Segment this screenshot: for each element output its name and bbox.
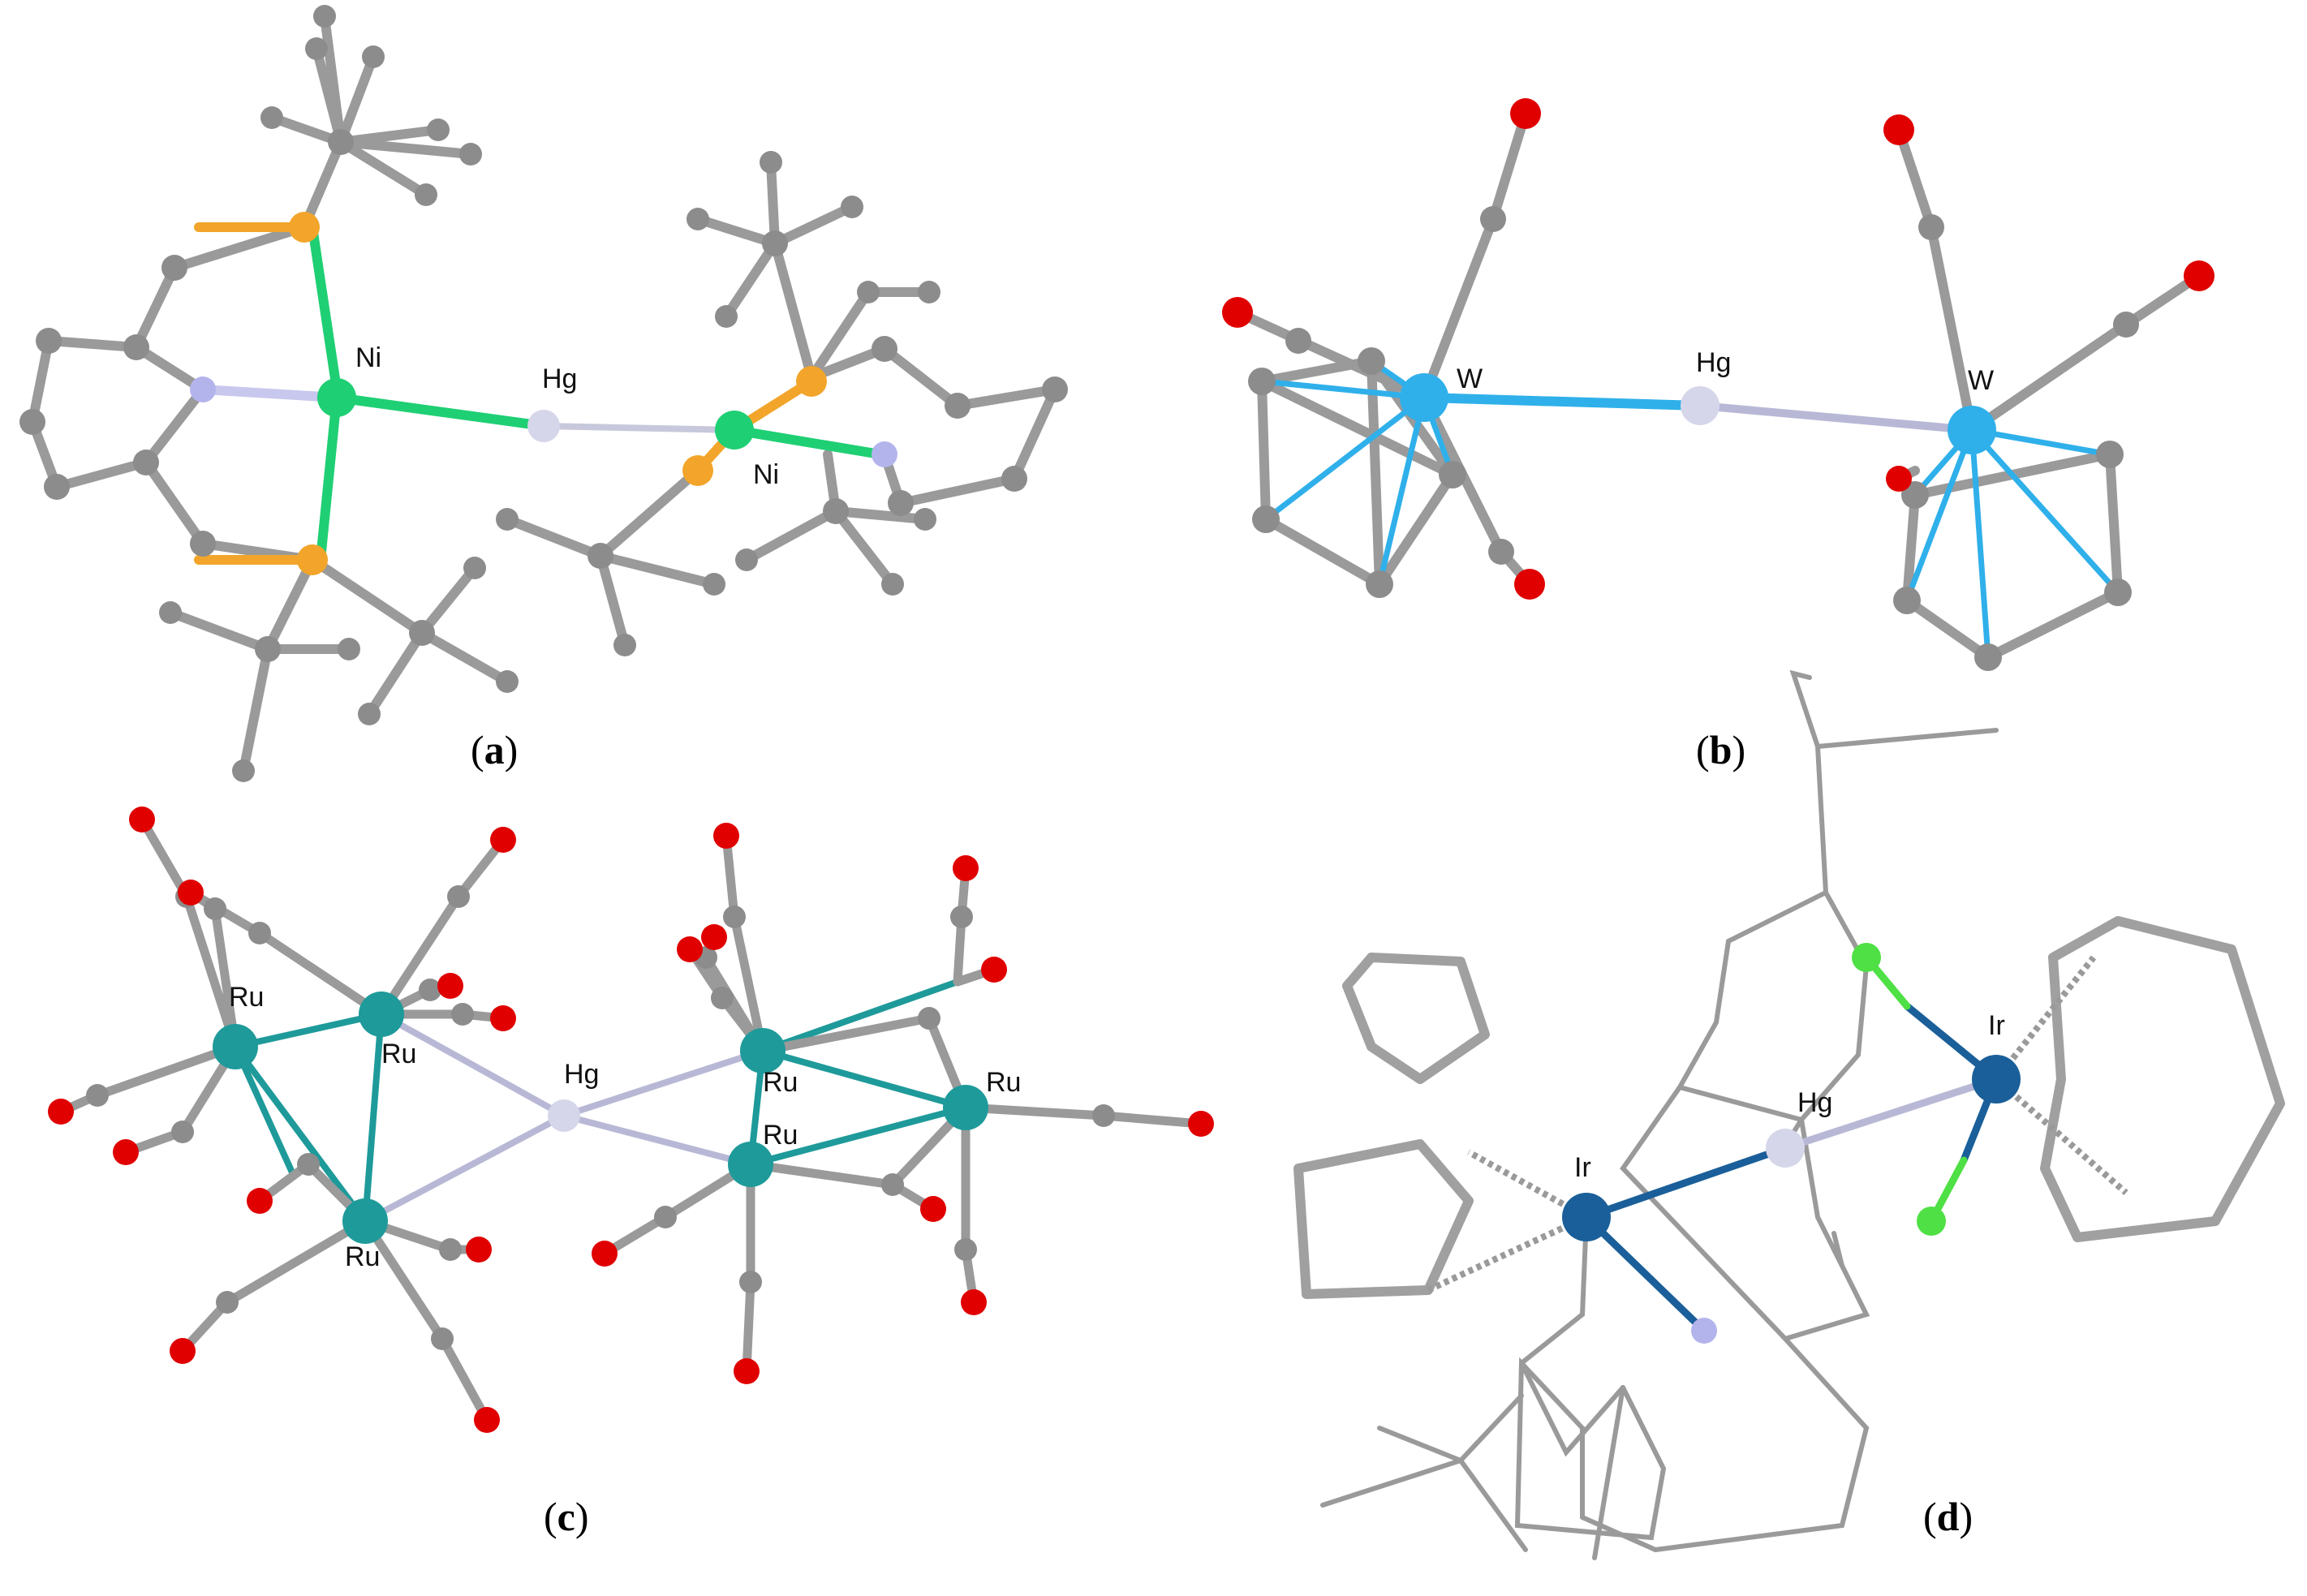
ru-label-3: Ru	[345, 1241, 380, 1272]
caption-c: (c)	[544, 1494, 589, 1539]
panel-b-w-hg-w-structure: W Hg W	[1222, 98, 2214, 671]
ru-label-2: Ru	[381, 1039, 416, 1069]
ru-label-6: Ru	[763, 1120, 798, 1151]
panel-c-ru3-hg-ru3-structure: Ru Ru Ru Hg Ru Ru Ru	[48, 807, 1214, 1433]
caption-a: (a)	[471, 727, 519, 772]
ru-label-5: Ru	[986, 1067, 1021, 1098]
ni-label-left: Ni	[355, 342, 381, 373]
hg-label: Hg	[542, 364, 577, 394]
w-label-left: W	[1457, 364, 1483, 394]
panel-d-ir-hg-ir-structure: Ir Hg Ir	[1293, 669, 2285, 1560]
w-label-right: W	[1968, 365, 1994, 396]
ru-label-4: Ru	[763, 1067, 798, 1098]
ir-label-left: Ir	[1574, 1152, 1591, 1183]
ru-label-1: Ru	[229, 982, 264, 1013]
caption-d: (d)	[1923, 1494, 1973, 1539]
hg-label: Hg	[1696, 347, 1731, 378]
hg-label: Hg	[564, 1059, 599, 1090]
ni-label-right: Ni	[753, 459, 779, 490]
hg-label: Hg	[1797, 1087, 1832, 1118]
caption-b: (b)	[1696, 727, 1746, 772]
panel-a-ni-hg-ni-structure: Ni Hg Ni	[19, 5, 1068, 782]
ir-label-right: Ir	[1988, 1010, 2005, 1041]
